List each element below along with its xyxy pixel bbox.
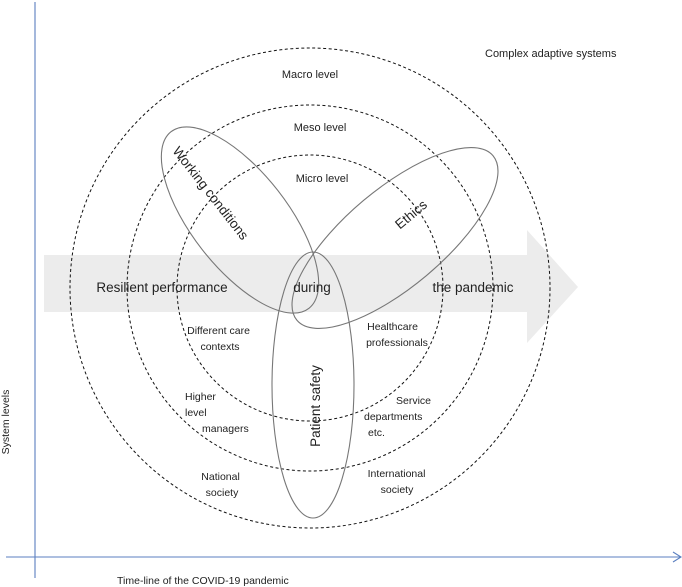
ring-macro [69,47,551,529]
ethics-label: Ethics [392,197,430,232]
patient-safety-label: Patient safety [308,365,323,447]
x-axis-arrowhead [672,551,682,563]
during-label: during [293,280,331,295]
service-departments-label: Service departments etc. [364,395,434,439]
timeline-axis-label: Time-line of the COVID-19 pandemic [117,575,289,587]
different-care-contexts-label: Different care contexts [187,325,253,353]
resilient-performance-label: Resilient performance [96,280,227,295]
petal-patient-safety [271,251,355,519]
meso-level-label: Meso level [294,122,347,134]
ring-meso [126,104,494,472]
ring-micro [176,154,444,422]
complex-adaptive-systems-label: Complex adaptive systems [485,48,617,60]
timeline-arrow [44,230,578,343]
healthcare-professionals-label: Healthcare professionals [366,321,428,349]
the-pandemic-label: the pandemic [432,280,513,295]
working-conditions-label: Working conditions [170,144,252,243]
petal-ethics [291,147,499,329]
micro-level-label: Micro level [296,173,349,185]
petal-working-conditions [160,126,320,314]
system-levels-axis-label: System levels [0,390,12,455]
higher-level-managers-label: Higher level managers [185,391,249,435]
international-society-label: International society [368,468,429,496]
national-society-label: National society [201,471,242,499]
macro-level-label: Macro level [282,69,338,81]
